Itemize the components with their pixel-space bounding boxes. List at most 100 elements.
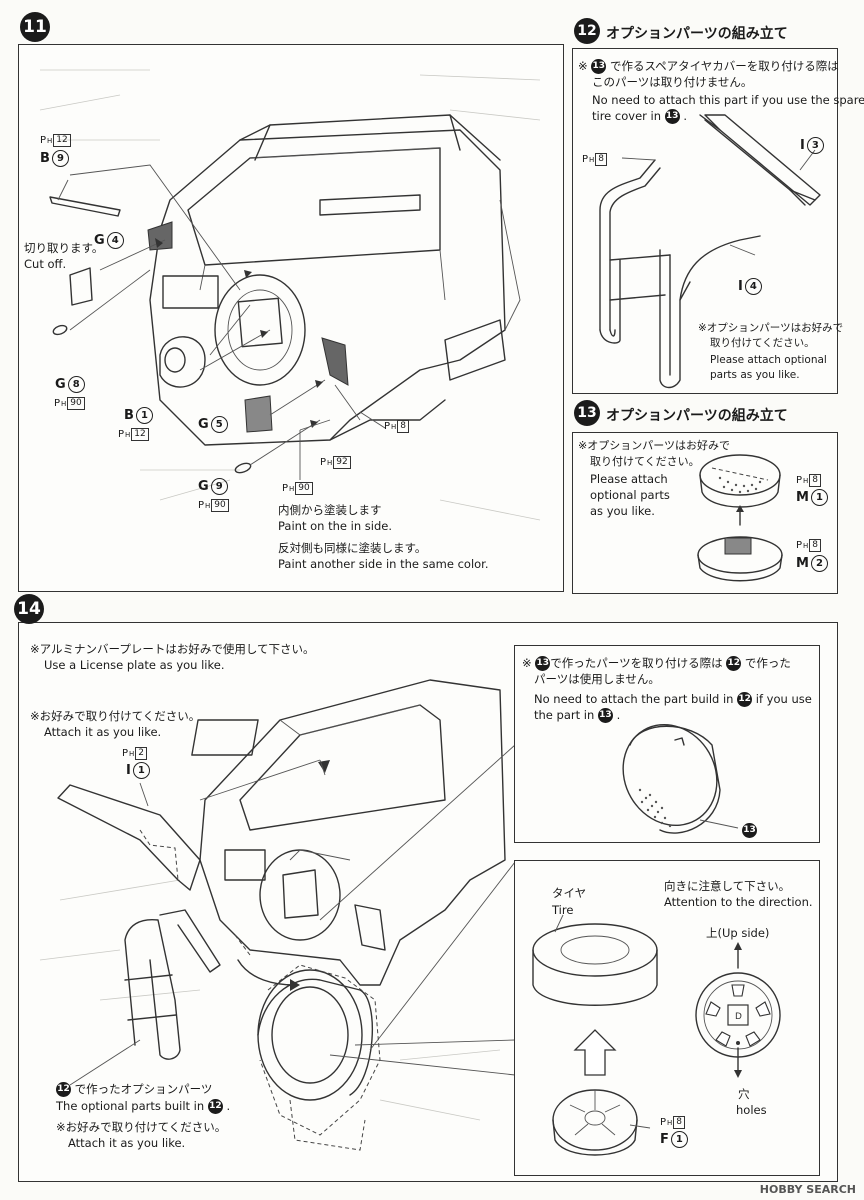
note-text: No need to attach the part build in [534,692,734,706]
inset-note-jp2: パーツは使用しません。 [534,672,660,686]
optional-parts-note-en: The optional parts built in 12 . [56,1099,231,1114]
note-text: で作ったオプションパーツ [74,1082,213,1096]
ph-box: 12 [53,134,71,147]
part-letter: M [796,556,809,571]
ph-sub: H [327,458,333,467]
ph-box: 90 [67,397,85,410]
note-cut-jp: 切り取ります。 [24,241,104,255]
ph-sub: H [129,749,135,758]
ph-box: 8 [673,1116,686,1129]
step13-note-en3: as you like. [590,504,655,518]
holes-label-en: holes [736,1103,767,1117]
ph-box: 90 [295,482,313,495]
step12-note1-jp2: このパーツは取り付けません。 [592,75,753,89]
inset-note-en2: the part in 13 . [534,708,621,723]
part-number: 9 [210,478,228,495]
part-number: 8 [67,376,85,393]
step12-number: 12 [574,18,600,44]
part-number: 3 [806,137,824,154]
note-text: で作ったパーツを取り付ける際は [550,656,723,670]
part-letter: B [40,151,50,166]
watermark: HOBBY SEARCH [759,1183,856,1196]
note-text: で作った [744,656,791,670]
ph-prefix: P [198,500,205,511]
ref-step12-badge: 12 [56,1082,71,1097]
ref-step12-badge: 12 [726,656,742,671]
ph-prefix: P [796,475,803,486]
step12-note2-en: Please attach optional [710,354,827,366]
step12-guard-illustration [599,114,821,389]
part-letter: B [124,408,134,423]
attach-note-jp: ※お好みで取り付けてください。 [56,1120,227,1134]
step13-note-en: Please attach [590,472,668,486]
step12-note2-jp: ※オプションパーツはお好みで [698,322,844,334]
step13-panel [572,432,838,594]
direction-note-jp: 向きに注意して下さい。 [664,879,791,893]
ref-step12-badge: 12 [207,1099,223,1114]
ref-step13-badge: 13 [591,59,607,74]
ph-prefix: P [40,135,47,146]
cover-step13-badge: 13 [742,820,757,839]
part-number: 5 [210,416,228,433]
step14-tire-inset [514,860,820,1176]
note-text: tire cover in [592,109,662,123]
part-letter: I [738,279,743,294]
ref-step13-badge: 13 [742,823,757,838]
step12-note2-jp2: 取り付けてください。 [710,337,815,349]
part-letter: G [198,417,209,432]
holes-label-jp: 穴 [738,1087,750,1101]
part-letter: I [800,138,805,153]
svg-text:D: D [735,1012,742,1022]
ph-box: 8 [397,420,410,433]
ph-sub: H [47,136,53,145]
ref-step13-badge: 13 [535,656,551,671]
ref-step13-badge: 13 [664,109,680,124]
ph-sub: H [289,484,295,493]
note-text: で作るスペアタイヤカバーを取り付ける際は [609,59,839,73]
step13-note-jp2: 取り付けてください。 [590,455,700,468]
step14-number: 14 [14,594,44,624]
part-letter: I [126,763,131,778]
ph-sub: H [125,430,131,439]
ph-box: 90 [211,499,229,512]
inset-note-en: No need to attach the part build in 12 i… [534,692,812,707]
direction-note-en: Attention to the direction. [664,895,813,909]
step14-attach-note-jp: ※お好みで取り付けてください。 [30,709,201,723]
ph-sub: H [803,541,809,550]
step14-cover-inset [514,645,820,843]
part-letter: G [55,377,66,392]
part-number: 1 [670,1131,688,1148]
ph-prefix: P [118,429,125,440]
ref-step12-badge: 12 [737,692,753,707]
part-letter: F [660,1132,669,1147]
ph-box: 8 [809,539,822,552]
ph-prefix: P [282,483,289,494]
ph-prefix: P [54,398,61,409]
ph-sub: H [803,476,809,485]
step12-note1-en2: tire cover in 13 . [592,109,687,124]
step14-attach-note-en: Attach it as you like. [44,725,162,739]
note-text: if you use [755,692,812,706]
step12-note2-en2: parts as you like. [710,369,800,381]
optional-parts-note-jp: 12 で作ったオプションパーツ [56,1082,212,1097]
tire-label-en: Tire [552,903,574,917]
step14-plate-note-en: Use a License plate as you like. [44,658,225,672]
step13-title: オプションパーツの組み立て [606,408,788,424]
note-other-en: Paint another side in the same color. [278,557,489,571]
